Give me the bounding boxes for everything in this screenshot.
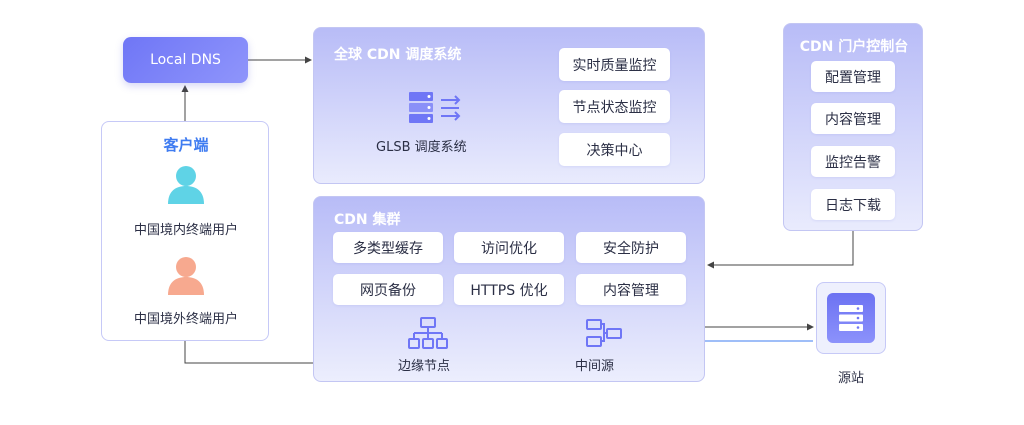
https-tile: HTTPS 优化 — [454, 274, 564, 305]
gslb-server-icon — [409, 92, 461, 123]
decision-center-tile: 决策中心 — [559, 133, 670, 166]
node-status-tile: 节点状态监控 — [559, 90, 670, 123]
overseas-user-label: 中国境外终端用户 — [133, 312, 238, 327]
content-mgmt-tile: 内容管理 — [576, 274, 686, 305]
monitor-alert-tile: 监控告警 — [811, 146, 895, 177]
cache-tile: 多类型缓存 — [333, 232, 443, 263]
edge-node-label: 边缘节点 — [398, 359, 451, 374]
cdn-cluster-title: CDN 集群 — [334, 212, 401, 228]
client-title: 客户端 — [163, 136, 209, 154]
local-dns-box: Local DNS — [123, 37, 248, 83]
origin-label: 源站 — [837, 371, 864, 386]
middle-source-icon — [586, 319, 622, 347]
edge-node-icon — [408, 317, 448, 349]
realtime-quality-tile: 实时质量监控 — [559, 48, 670, 81]
gslb-system-label: GLSB 调度系统 — [376, 140, 467, 155]
gslb-title: 全球 CDN 调度系统 — [334, 47, 462, 63]
config-mgmt-tile: 配置管理 — [811, 61, 895, 92]
security-tile: 安全防护 — [576, 232, 686, 263]
local-dns-label: Local DNS — [150, 52, 221, 68]
access-opt-tile: 访问优化 — [454, 232, 564, 263]
log-download-tile: 日志下载 — [811, 189, 895, 220]
origin-server-icon — [827, 293, 875, 343]
user-icon — [168, 257, 204, 295]
backup-tile: 网页备份 — [333, 274, 443, 305]
origin-box — [816, 282, 886, 354]
user-icon — [168, 166, 204, 204]
portal-title: CDN 门户控制台 — [799, 39, 909, 55]
portal-to-cdn-line — [707, 231, 854, 269]
domestic-user-label: 中国境内终端用户 — [133, 223, 238, 238]
middle-source-label: 中间源 — [575, 359, 615, 374]
client-panel: 客户端 中国境内终端用户 中国境外终端用户 — [101, 121, 269, 341]
portal-content-mgmt-tile: 内容管理 — [811, 103, 895, 134]
